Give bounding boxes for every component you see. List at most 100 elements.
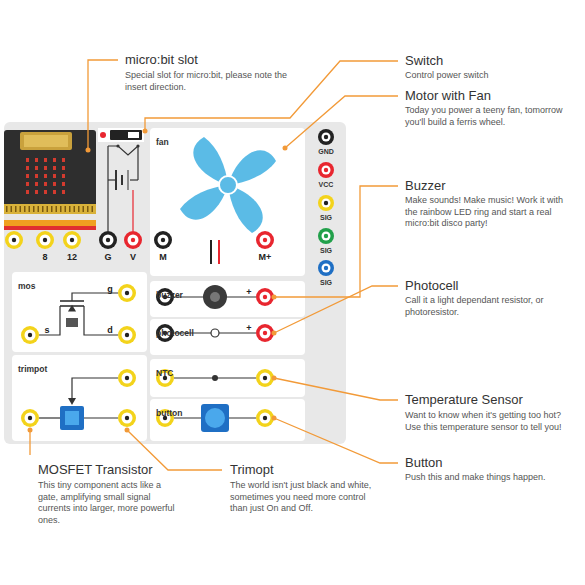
terminal-label: M [159, 252, 167, 262]
terminal-hole [43, 238, 47, 242]
callout-text: Push this and make things happen. [405, 472, 555, 484]
terminal-hole [263, 238, 267, 242]
terminal-ring [260, 413, 271, 424]
terminal [318, 260, 334, 276]
trimpot-symbol [39, 378, 118, 430]
led [53, 174, 56, 178]
leader-lines [30, 60, 398, 470]
led [53, 190, 56, 194]
edge-pin [20, 206, 22, 212]
fan-icon [180, 137, 276, 233]
module-title: buzzer [156, 290, 183, 300]
microbit [4, 130, 96, 230]
terminal-label: 8 [42, 252, 47, 262]
terminal-hole [324, 234, 328, 238]
terminal-ring [122, 373, 133, 384]
terminal [318, 228, 334, 244]
terminal-ring [322, 264, 331, 273]
edge-pin [24, 206, 26, 212]
terminal [118, 369, 136, 387]
led [62, 182, 65, 186]
terminal-label: 12 [67, 252, 77, 262]
terminal [99, 231, 117, 249]
edge-pin [60, 206, 62, 212]
panel-fill [150, 359, 305, 397]
button-symbol [174, 404, 256, 432]
edge-pin [78, 206, 80, 212]
led [53, 182, 56, 186]
led [44, 166, 47, 170]
terminal-hole [131, 238, 135, 242]
callout-text: Control power switch [405, 70, 570, 82]
terminal-hole [324, 201, 328, 205]
terminal [118, 409, 136, 427]
callout-heading: Buzzer [405, 178, 445, 194]
callout-heading: Switch [405, 53, 443, 69]
terminal [5, 231, 23, 249]
led [35, 166, 38, 170]
edge-pin [47, 206, 49, 212]
callout-text: Special slot for micro:bit, please note … [125, 70, 290, 93]
terminal [118, 284, 136, 302]
motor-wire [210, 240, 212, 264]
module-title: photocell [156, 328, 194, 338]
leader-dots [28, 129, 288, 433]
terminal-hole [125, 291, 129, 295]
edge-pin [69, 206, 71, 212]
callout-text: This tiny component acts like a gate, am… [38, 480, 176, 526]
terminal [36, 231, 54, 249]
led [44, 190, 47, 194]
terminal [256, 409, 274, 427]
led [44, 182, 47, 186]
terminal-label: V [130, 252, 136, 262]
terminal-hole [28, 416, 32, 420]
terminal [318, 129, 334, 145]
module-panel: fan [150, 128, 305, 276]
panel-fill [150, 281, 305, 317]
panel-fill [12, 272, 147, 352]
callout-heading: Photocell [405, 278, 458, 294]
led [35, 182, 38, 186]
module-panel: buzzer [150, 281, 305, 317]
callout-text: Today you power a teeny fan, tomorrow yo… [405, 105, 570, 128]
led [26, 158, 29, 162]
pin-label: SIG [320, 214, 332, 222]
module-panel: button [150, 399, 305, 441]
terminal-hole [263, 295, 267, 299]
terminal [21, 326, 39, 344]
led [62, 190, 65, 194]
terminal [318, 195, 334, 211]
callout-heading: MOSFET Transistor [38, 462, 153, 478]
terminal [118, 326, 136, 344]
terminal-ring [322, 166, 331, 175]
board [4, 122, 346, 444]
edge-pin [56, 206, 58, 212]
led [26, 190, 29, 194]
module-panel: NTC [150, 359, 305, 397]
terminal-hole [161, 238, 165, 242]
terminal-ring [322, 199, 331, 208]
terminal-ring [260, 373, 271, 384]
edge-pin [51, 206, 53, 212]
terminal [256, 324, 274, 342]
edge-pin [74, 206, 76, 212]
terminal [318, 162, 334, 178]
terminal-hole [324, 168, 328, 172]
edge-pin [29, 206, 31, 212]
terminal-hole [125, 416, 129, 420]
module-title: fan [156, 137, 169, 147]
ntc-symbol [174, 375, 256, 381]
led [62, 174, 65, 178]
callout-heading: Temperature Sensor [405, 392, 523, 408]
terminal-ring [260, 235, 271, 246]
callout-text: Want to know when it's getting too hot? … [405, 410, 570, 433]
terminal-ring [103, 235, 114, 246]
terminal-label: g [107, 284, 113, 294]
terminal-ring [122, 413, 133, 424]
callout-heading: Trimopt [230, 462, 274, 478]
led [35, 190, 38, 194]
terminal-hole [324, 135, 328, 139]
terminal-ring [260, 328, 271, 339]
module-title: trimpot [18, 364, 47, 374]
